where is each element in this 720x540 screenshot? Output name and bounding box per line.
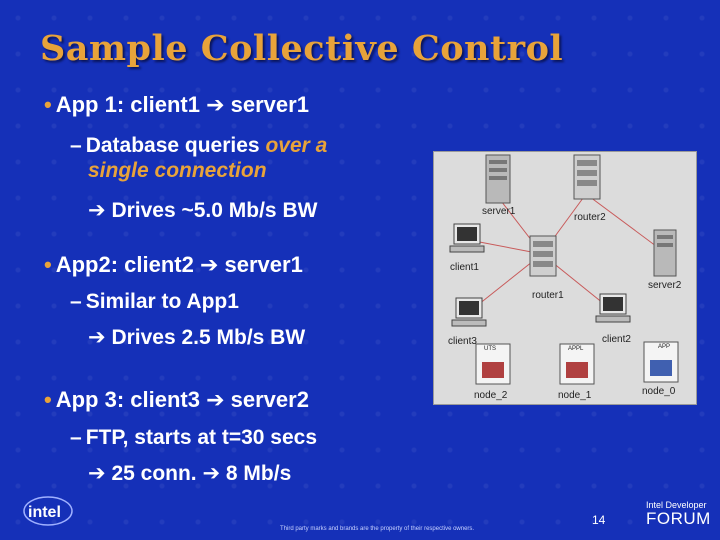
label-cfg-app: APP [658, 344, 671, 350]
label-server2: server2 [648, 280, 682, 291]
sub-text: 8 Mb/s [220, 462, 292, 485]
link-router2-server2 [585, 193, 665, 253]
node1-config-icon [559, 343, 595, 385]
server1-icon [485, 154, 511, 204]
page-number: 14 [592, 513, 606, 527]
sub-bullet-app1-1: –Database queries over a single connecti… [70, 133, 327, 183]
bullet-app3: •App 3: client3 ➔ server2 [44, 387, 309, 413]
label-node2: node_2 [474, 390, 508, 401]
sub-text-highlight: over a [265, 134, 328, 157]
bullet-head: App 1: [55, 92, 125, 117]
arrow-right-icon: ➔ [202, 461, 221, 485]
bullet-text: client2 [118, 252, 200, 277]
footer-disclaimer: Third party marks and brands are the pro… [280, 526, 475, 532]
label-cfg-appl: APPL [568, 346, 584, 352]
sub-bullet-app2-2: ➔ Drives 2.5 Mb/s BW [88, 325, 305, 350]
dash-icon: – [70, 134, 82, 157]
bullet-dot-icon: • [44, 252, 52, 277]
label-node1: node_1 [558, 390, 592, 401]
sub-bullet-app3-1: –FTP, starts at t=30 secs [70, 425, 317, 450]
forum-line2: FORUM [646, 509, 711, 528]
arrow-right-icon: ➔ [199, 253, 219, 278]
sub-bullet-app1-2: ➔ Drives ~5.0 Mb/s BW [88, 198, 317, 223]
sub-bullet-app3-2: ➔ 25 conn. ➔ 8 Mb/s [88, 461, 291, 486]
label-router2: router2 [574, 212, 606, 223]
server2-icon [653, 229, 677, 277]
bullet-head: App 3: [55, 387, 125, 412]
bullet-text: server1 [218, 252, 303, 277]
label-client1: client1 [450, 262, 479, 273]
forum-line1: Intel Developer [646, 500, 707, 510]
client2-icon [595, 293, 631, 323]
arrow-right-icon: ➔ [88, 198, 106, 222]
sub-text: Database queries [85, 134, 266, 157]
idf-forum-logo: Intel Developer FORUM [646, 500, 711, 528]
bullet-dot-icon: • [44, 92, 52, 117]
label-client3: client3 [448, 336, 477, 347]
bullet-text: server2 [224, 387, 309, 412]
intel-logo: intel [22, 494, 74, 528]
label-router1: router1 [532, 290, 564, 301]
label-server1: server1 [482, 206, 516, 217]
intel-logo-icon: intel [23, 496, 73, 526]
bullet-text: client1 [124, 92, 207, 117]
node2-config-icon [475, 343, 511, 385]
sub-text: Drives 2.5 Mb/s BW [105, 326, 306, 349]
bullet-app2: •App2: client2 ➔ server1 [44, 252, 303, 278]
bullet-head: App2: [55, 252, 119, 277]
dash-icon: – [70, 426, 82, 449]
client3-icon [451, 297, 487, 327]
network-diagram-svg [449, 154, 679, 385]
sub-text: Similar to App1 [85, 290, 239, 313]
dash-icon: – [70, 290, 82, 313]
client1-icon [449, 223, 485, 253]
arrow-right-icon: ➔ [88, 325, 106, 349]
bullet-text: client3 [124, 387, 207, 412]
svg-text:intel: intel [28, 504, 61, 521]
bullet-app1: •App 1: client1 ➔ server1 [44, 92, 309, 118]
arrow-right-icon: ➔ [88, 461, 106, 485]
sub-text: 25 conn. [105, 462, 203, 485]
router1-icon [529, 235, 557, 277]
network-diagram: server1 router2 client1 router1 server2 … [433, 151, 697, 405]
bullet-dot-icon: • [44, 387, 52, 412]
arrow-right-icon: ➔ [206, 388, 225, 413]
slide-title: Sample Collective Control [40, 28, 564, 69]
arrow-right-icon: ➔ [206, 93, 225, 118]
sub-text: Drives ~5.0 Mb/s BW [105, 199, 318, 222]
label-node0: node_0 [642, 386, 676, 397]
router2-icon [573, 154, 601, 200]
bullet-text: server1 [224, 92, 309, 117]
node0-config-icon [643, 341, 679, 383]
sub-text-highlight: single connection [88, 159, 267, 182]
sub-text: FTP, starts at t=30 secs [85, 426, 318, 449]
label-client2: client2 [602, 334, 631, 345]
sub-bullet-app2-1: –Similar to App1 [70, 289, 239, 314]
label-cfg-uts: UTS [484, 346, 496, 352]
